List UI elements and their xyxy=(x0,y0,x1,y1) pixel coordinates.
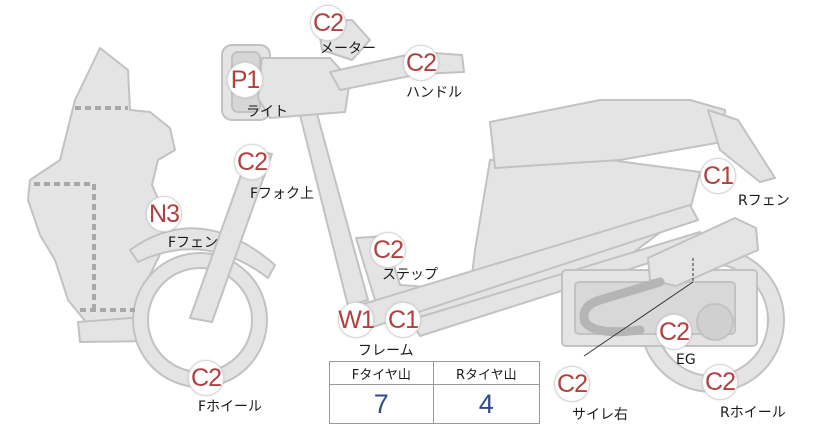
badge-rear-wheel: C2 xyxy=(702,364,738,400)
label-engine: EG xyxy=(676,352,696,368)
badge-light: P1 xyxy=(227,62,263,98)
air-box-part xyxy=(647,217,759,287)
front-tire-value: 7 xyxy=(329,384,434,424)
badge-meter: C2 xyxy=(310,5,346,41)
label-rear-fender: Rフェン xyxy=(738,193,790,209)
label-light: ライト xyxy=(246,104,288,120)
label-muffler-right: サイレ右 xyxy=(572,407,628,423)
badge-engine: C2 xyxy=(656,314,692,350)
badge-frame-c: C1 xyxy=(385,302,421,338)
label-step: ステップ xyxy=(382,267,438,283)
badge-front-fender: N3 xyxy=(146,196,182,232)
badge-frame-w: W1 xyxy=(338,302,375,338)
handlebar-head-part xyxy=(257,57,351,119)
down-tube-part xyxy=(299,109,369,307)
label-frame: フレーム xyxy=(358,343,414,359)
badge-step: C2 xyxy=(370,232,406,268)
rear-fender-part xyxy=(707,109,776,183)
rear-tire-header: Rタイヤ山 xyxy=(432,361,541,385)
seat-part xyxy=(489,99,726,169)
exhaust-pipe-part xyxy=(579,277,665,337)
badge-front-wheel: C2 xyxy=(188,360,224,396)
label-front-fork-upper: Fフォク上 xyxy=(250,186,315,202)
tire-tread-table: Fタイヤ山 Rタイヤ山 7 4 xyxy=(329,361,541,424)
badge-handle: C2 xyxy=(403,45,439,81)
front-tire-header: Fタイヤ山 xyxy=(329,361,434,385)
rear-tire-value: 4 xyxy=(432,384,541,424)
badge-rear-fender: C1 xyxy=(700,158,736,194)
label-handle: ハンドル xyxy=(406,85,462,101)
badge-muffler-right: C2 xyxy=(554,366,590,402)
label-meter: メーター xyxy=(320,41,376,57)
label-front-fender: Fフェン xyxy=(168,235,219,251)
label-front-wheel: Fホイール xyxy=(198,399,263,415)
label-rear-wheel: Rホイール xyxy=(720,405,786,421)
badge-front-fork-upper: C2 xyxy=(234,144,270,180)
